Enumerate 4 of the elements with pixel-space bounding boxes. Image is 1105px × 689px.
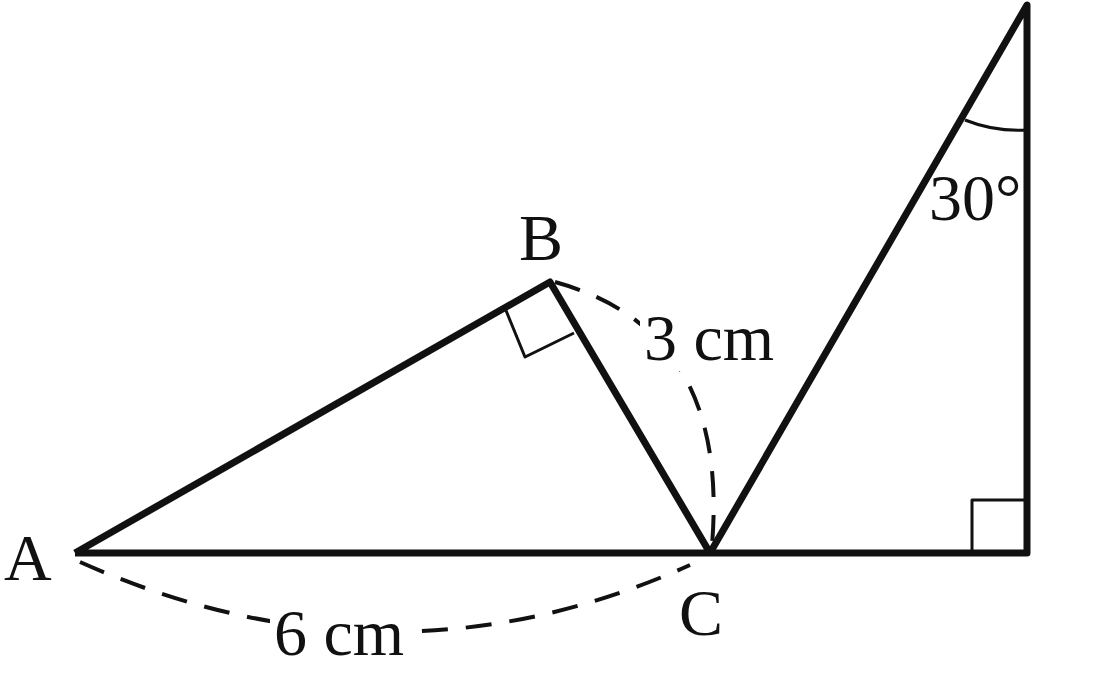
point-label: B bbox=[518, 205, 565, 271]
point-label: A bbox=[3, 525, 53, 591]
angle-label: 30° bbox=[928, 165, 1023, 231]
point-label: C bbox=[678, 580, 725, 646]
